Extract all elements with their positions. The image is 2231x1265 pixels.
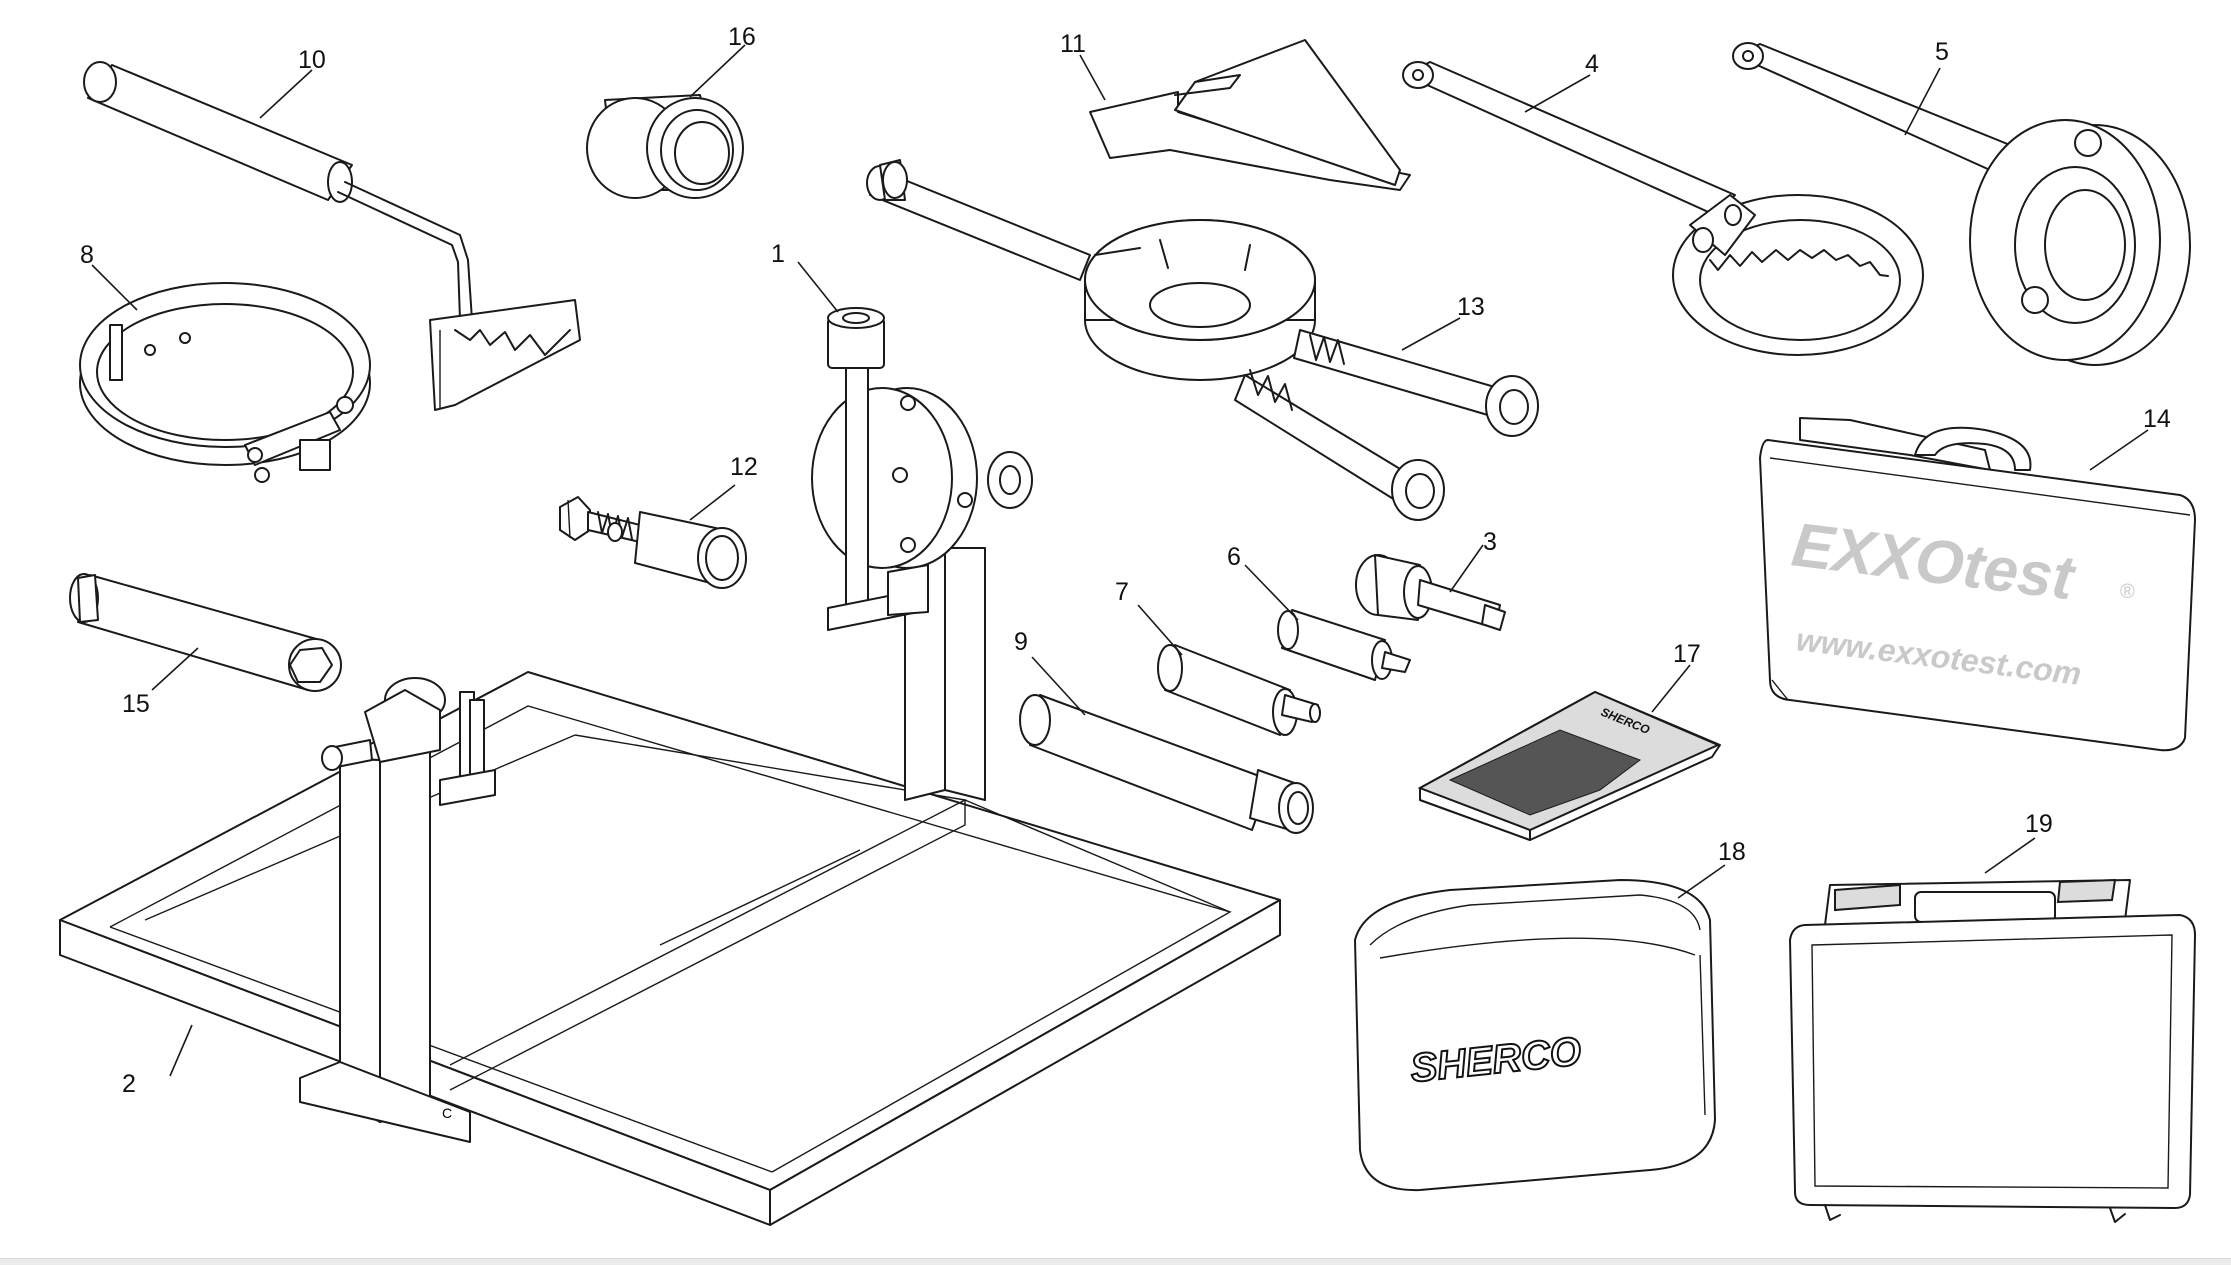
callout-5: 5 — [1935, 38, 1949, 66]
callout-numbers: 1 2 3 4 5 6 7 8 9 10 11 12 13 14 15 16 1… — [80, 23, 2171, 1098]
callout-11: 11 — [1060, 30, 1086, 58]
callout-1: 1 — [771, 240, 785, 268]
callout-7: 7 — [1115, 578, 1129, 606]
part-19-plastic-case — [1789, 878, 2196, 1223]
part-11-timing-plate — [1089, 39, 1411, 191]
part-16-bushing — [586, 94, 744, 199]
callout-4: 4 — [1585, 50, 1599, 78]
part-9-sleeve — [1019, 694, 1314, 834]
callout-16: 16 — [728, 23, 756, 51]
callout-19: 19 — [2025, 810, 2053, 838]
callout-14: 14 — [2143, 405, 2171, 433]
callout-13: 13 — [1457, 293, 1485, 321]
part-14-exxotest-case: EXXOtest ® www.exxotest.com — [1759, 417, 2196, 752]
part-3-pin — [1355, 554, 1506, 631]
part-18-sherco-bag: SHERCO — [1354, 879, 1716, 1192]
part-13-flywheel-puller — [866, 159, 1539, 521]
callout-3: 3 — [1483, 528, 1497, 556]
part-17-manual: SHERCO — [1417, 690, 1721, 841]
callout-6: 6 — [1227, 543, 1241, 571]
part-5-rotor-holder — [1732, 42, 2191, 366]
part-7-pin — [1157, 644, 1321, 736]
part-4-clutch-holder — [1402, 61, 1924, 356]
part-1-engine-support — [811, 307, 1033, 631]
callout-15: 15 — [122, 690, 150, 718]
part-8-ring-compressor — [79, 282, 371, 483]
callout-8: 8 — [80, 241, 94, 269]
part-2-tray-stand: C — [59, 547, 1281, 1226]
callout-2: 2 — [122, 1070, 136, 1098]
callout-18: 18 — [1718, 838, 1746, 866]
case-14-registered: ® — [2120, 581, 2135, 603]
callout-9: 9 — [1014, 628, 1028, 656]
callout-leaders — [91, 44, 2149, 1077]
callout-12: 12 — [730, 453, 758, 481]
part-6-pin — [1277, 609, 1411, 681]
part-15-box-spanner — [69, 573, 342, 692]
callout-17: 17 — [1673, 640, 1701, 668]
stand-base-mark: C — [442, 1105, 452, 1121]
part-12-puller — [559, 496, 747, 589]
part-10-sector-lock-tool — [83, 61, 581, 411]
bottom-divider — [0, 1258, 2231, 1265]
callout-10: 10 — [298, 46, 326, 74]
